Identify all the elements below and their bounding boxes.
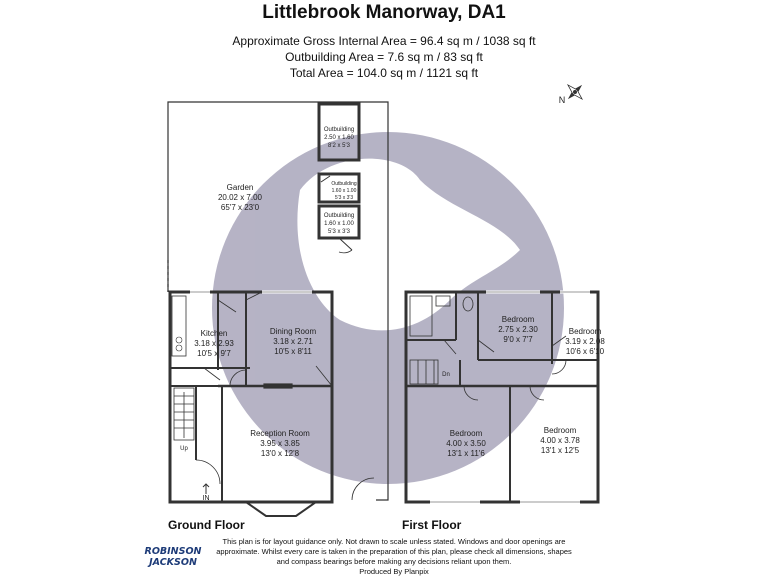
room-bedroom-4: Bedroom 4.00 x 3.78 13'1 x 12'5 bbox=[540, 426, 580, 455]
room-dining: Dining Room 3.18 x 2.71 10'5 x 8'11 bbox=[270, 327, 317, 356]
agent-logo: ROBINSON JACKSON bbox=[142, 546, 204, 568]
room-metric: 1.60 x 1.00 bbox=[324, 221, 354, 227]
first-floor-label: First Floor bbox=[402, 518, 462, 532]
outbuilding-area: Outbuilding Area = 7.6 sq m / 83 sq ft bbox=[285, 50, 483, 64]
entrance-label: IN bbox=[203, 495, 210, 502]
produced-by: Produced By Planpix bbox=[359, 567, 429, 576]
room-imperial: 10'6 x 6'10 bbox=[566, 347, 605, 356]
room-imperial: 5'3 x 3'3 bbox=[328, 229, 351, 235]
room-imperial: 65'7 x 23'0 bbox=[221, 203, 260, 212]
room-kitchen: Kitchen 3.18 x 2.93 10'5 x 9'7 bbox=[194, 329, 234, 358]
disclaimer: This plan is for layout guidance only. N… bbox=[212, 537, 576, 577]
room-imperial: 8'2 x 5'3 bbox=[328, 143, 351, 149]
room-reception: Reception Room 3.95 x 3.85 13'0 x 12'8 bbox=[250, 429, 310, 458]
first-floor-plan bbox=[404, 290, 600, 504]
room-imperial: 13'1 x 11'6 bbox=[447, 449, 485, 458]
room-outbuilding-2: Outbuilding 1.60 x 1.00 5'3 x 3'3 bbox=[331, 181, 357, 201]
room-metric: 2.75 x 2.30 bbox=[498, 325, 538, 334]
room-metric: 20.02 x 7.00 bbox=[218, 193, 263, 202]
room-name: Reception Room bbox=[250, 429, 310, 438]
entrance-arrow-icon bbox=[202, 483, 210, 494]
ground-floor-plan bbox=[167, 101, 389, 517]
room-name: Outbuilding bbox=[324, 213, 354, 219]
stairs-up-label: Up bbox=[180, 446, 188, 452]
disclaimer-text: This plan is for layout guidance only. N… bbox=[216, 537, 572, 566]
room-outbuilding-3: Outbuilding 1.60 x 1.00 5'3 x 3'3 bbox=[324, 213, 355, 235]
room-name: Bedroom bbox=[502, 315, 535, 324]
room-imperial: 10'5 x 8'11 bbox=[274, 347, 312, 356]
room-metric: 4.00 x 3.78 bbox=[540, 436, 580, 445]
room-bedroom-3: Bedroom 4.00 x 3.50 13'1 x 11'6 bbox=[446, 429, 486, 458]
room-metric: 3.19 x 2.08 bbox=[565, 337, 605, 346]
room-metric: 3.95 x 3.85 bbox=[260, 439, 300, 448]
room-name: Bedroom bbox=[450, 429, 483, 438]
logo-line-1: ROBINSON bbox=[144, 546, 202, 557]
stairs-down-label: Dn bbox=[442, 372, 450, 378]
room-imperial: 9'0 x 7'7 bbox=[503, 335, 533, 344]
room-metric: 1.60 x 1.00 bbox=[332, 188, 357, 194]
compass-north-label: N bbox=[559, 95, 566, 105]
room-imperial: 5'3 x 3'3 bbox=[335, 195, 354, 201]
room-name: Bedroom bbox=[569, 327, 602, 336]
logo-line-2: JACKSON bbox=[149, 557, 197, 568]
room-name: Outbuilding bbox=[331, 181, 357, 187]
page-title: Littlebrook Manorway, DA1 bbox=[262, 2, 506, 23]
room-imperial: 10'5 x 9'7 bbox=[197, 349, 231, 358]
room-bedroom-2: Bedroom 3.19 x 2.08 10'6 x 6'10 bbox=[565, 327, 605, 356]
room-garden: Garden 20.02 x 7.00 65'7 x 23'0 bbox=[218, 183, 263, 212]
compass-icon bbox=[566, 83, 584, 101]
room-outbuilding-1: Outbuilding 2.50 x 1.60 8'2 x 5'3 bbox=[324, 127, 355, 149]
total-area: Total Area = 104.0 sq m / 1121 sq ft bbox=[289, 66, 479, 80]
ground-floor-label: Ground Floor bbox=[168, 518, 245, 532]
room-name: Bedroom bbox=[544, 426, 577, 435]
room-metric: 2.50 x 1.60 bbox=[324, 135, 354, 141]
room-name: Dining Room bbox=[270, 327, 317, 336]
room-bedroom-1: Bedroom 2.75 x 2.30 9'0 x 7'7 bbox=[498, 315, 538, 344]
room-metric: 4.00 x 3.50 bbox=[446, 439, 486, 448]
room-name: Garden bbox=[227, 183, 254, 192]
room-name: Kitchen bbox=[201, 329, 228, 338]
room-name: Outbuilding bbox=[324, 127, 354, 133]
room-metric: 3.18 x 2.71 bbox=[273, 337, 313, 346]
room-imperial: 13'0 x 12'8 bbox=[261, 449, 300, 458]
room-imperial: 13'1 x 12'5 bbox=[541, 446, 580, 455]
gross-area: Approximate Gross Internal Area = 96.4 s… bbox=[232, 34, 536, 48]
room-metric: 3.18 x 2.93 bbox=[194, 339, 234, 348]
